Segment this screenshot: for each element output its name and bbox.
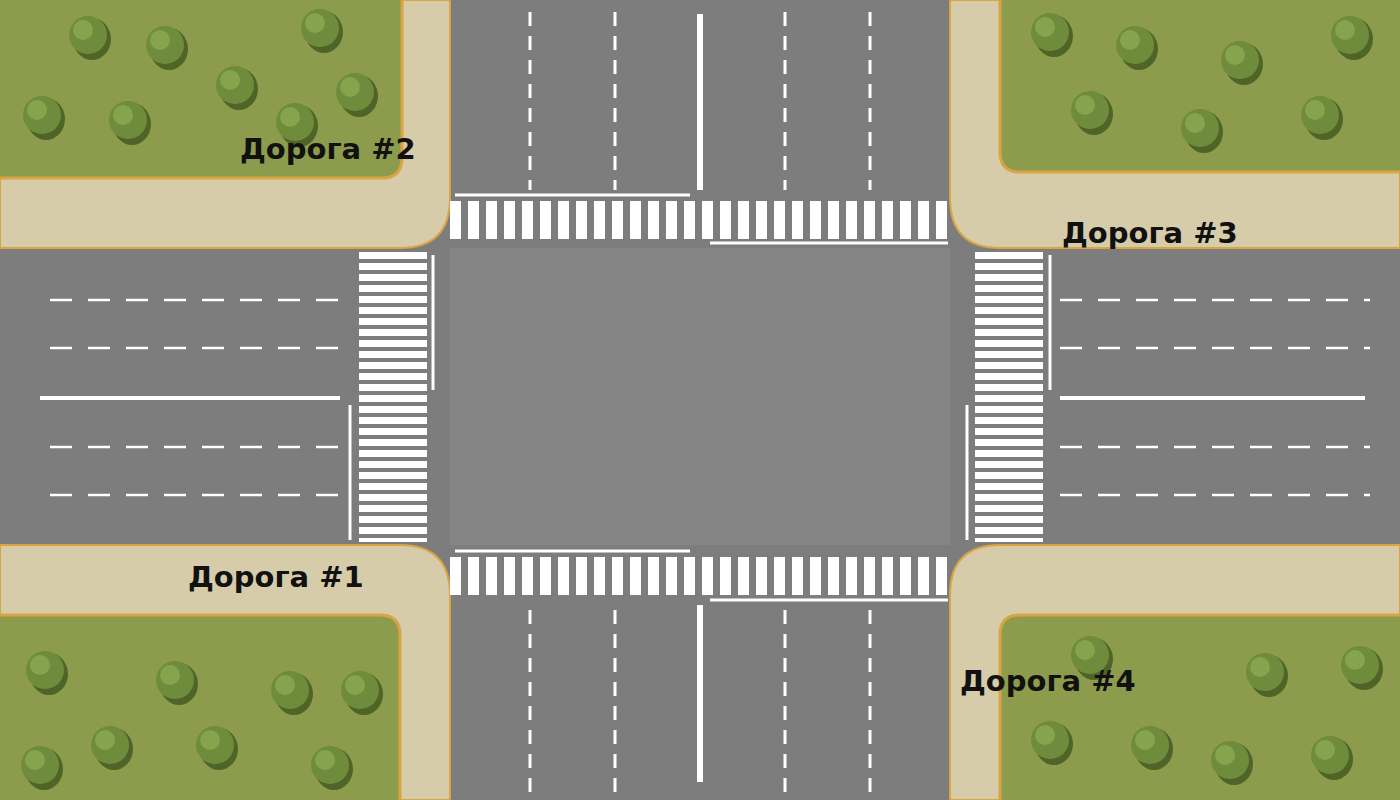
center-line bbox=[40, 396, 340, 400]
tree bbox=[21, 746, 63, 790]
tree bbox=[311, 746, 353, 790]
lane-line bbox=[1060, 347, 1370, 350]
tree bbox=[156, 661, 198, 705]
lane-line bbox=[529, 610, 532, 800]
lane-lines bbox=[530, 610, 870, 800]
road-markings bbox=[40, 12, 1370, 800]
tree bbox=[1301, 96, 1343, 140]
grass bbox=[0, 615, 400, 800]
lane-lines bbox=[1060, 300, 1370, 495]
stop-line bbox=[710, 599, 948, 602]
lane-line bbox=[529, 12, 532, 190]
road-label: Дорога #1 bbox=[188, 562, 364, 594]
stop-line bbox=[455, 550, 690, 553]
lane-line bbox=[1060, 494, 1370, 497]
tree bbox=[1246, 653, 1288, 697]
tree bbox=[1211, 741, 1253, 785]
tree bbox=[1131, 726, 1173, 770]
stop-line bbox=[455, 194, 690, 197]
stop-line bbox=[432, 255, 435, 390]
tree bbox=[196, 726, 238, 770]
tree bbox=[1116, 26, 1158, 70]
lane-line bbox=[1060, 446, 1370, 449]
lane-line bbox=[784, 12, 787, 190]
tree bbox=[301, 9, 343, 53]
tree bbox=[1341, 646, 1383, 690]
tree bbox=[341, 671, 383, 715]
lane-lines bbox=[530, 12, 870, 190]
tree bbox=[1311, 736, 1353, 780]
stop-line bbox=[710, 242, 948, 245]
center-line bbox=[697, 605, 703, 782]
road-label: Дорога #2 bbox=[240, 134, 416, 166]
intersection-area bbox=[450, 248, 950, 545]
grass bbox=[1000, 615, 1400, 800]
lane-line bbox=[614, 12, 617, 190]
tree bbox=[1221, 41, 1263, 85]
crosswalk bbox=[450, 557, 950, 595]
tree bbox=[109, 101, 151, 145]
center-line bbox=[697, 14, 703, 190]
grass bbox=[1000, 0, 1400, 172]
tree bbox=[69, 16, 111, 60]
tree bbox=[146, 26, 188, 70]
lane-line bbox=[869, 610, 872, 800]
tree bbox=[26, 651, 68, 695]
trees bbox=[21, 9, 1383, 790]
lane-line bbox=[50, 299, 340, 302]
tree bbox=[1181, 109, 1223, 153]
road-label: Дорога #4 bbox=[960, 666, 1136, 698]
stop-line bbox=[1049, 255, 1052, 390]
lane-line bbox=[869, 12, 872, 190]
lane-line bbox=[50, 446, 340, 449]
lane-lines bbox=[50, 300, 340, 495]
tree bbox=[23, 96, 65, 140]
center-line bbox=[1060, 396, 1365, 400]
tree bbox=[1071, 91, 1113, 135]
crosswalk bbox=[450, 201, 950, 239]
tree bbox=[1331, 16, 1373, 60]
lane-line bbox=[1060, 299, 1370, 302]
crosswalk bbox=[975, 252, 1043, 542]
lane-line bbox=[614, 610, 617, 800]
lane-line bbox=[50, 347, 340, 350]
crosswalk bbox=[359, 252, 427, 542]
stop-line bbox=[966, 405, 969, 540]
tree bbox=[216, 66, 258, 110]
lane-line bbox=[784, 610, 787, 800]
road-label: Дорога #3 bbox=[1062, 218, 1238, 250]
tree bbox=[1031, 721, 1073, 765]
tree bbox=[271, 671, 313, 715]
stop-line bbox=[349, 405, 352, 540]
tree bbox=[91, 726, 133, 770]
tree bbox=[1031, 13, 1073, 57]
lane-line bbox=[50, 494, 340, 497]
tree bbox=[336, 73, 378, 117]
